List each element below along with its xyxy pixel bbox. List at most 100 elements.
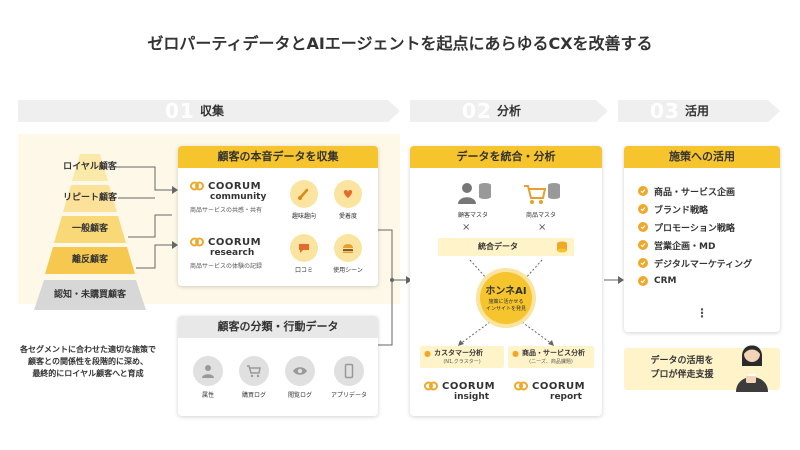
icon-app-data-label: アプリデータ [330, 392, 367, 399]
use-list-item-label: CRM [654, 276, 677, 286]
check-icon [638, 222, 648, 232]
research-product-text: research [210, 248, 255, 258]
lightbulb-icon: ● [424, 348, 431, 358]
use-list-item-label: 営業企画・MD [654, 241, 716, 252]
collect-panel-header: 顧客の本音データを収集 [178, 146, 378, 168]
honne-ai-title: ホンネAI [485, 286, 527, 297]
icon-purchase-log-label: 購買ログ [241, 392, 266, 399]
phase-label-collect: 収集 [200, 104, 225, 118]
use-panel: 施策への活用 商品・サービス企画 ブランド戦略 プロモーション戦略 営業企画・M… [624, 146, 780, 332]
check-icon [638, 204, 648, 214]
icon-hobby-label: 趣味趣向 [291, 213, 316, 220]
phase-label-analyze: 分析 [497, 104, 522, 118]
coorum-brand-text: COORUM [208, 236, 262, 248]
icon-browse-log-label: 閲覧ログ [287, 392, 312, 399]
icon-hobby: 趣味趣向 [286, 180, 322, 220]
phase-number-use: 03 [650, 99, 680, 123]
analyze-panel-header: データを統合・分析 [410, 146, 602, 168]
integrated-data-box: 統合データ [438, 238, 574, 256]
product-analysis-sub: (ニーズ、商品課題) [529, 359, 573, 365]
icon-scene-label: 使用シーン [333, 267, 363, 274]
pyramid-label-unaware: 認知・未購買顧客 [53, 290, 126, 300]
check-icon [638, 186, 648, 196]
coorum-brand-text: COORUM [208, 180, 262, 192]
product-database-icon [524, 183, 560, 204]
icon-attachment-label: 愛着度 [338, 213, 357, 220]
chat-bubble-icon [290, 234, 318, 262]
behavior-panel: 顧客の分類・行動データ 属性 購買ログ 閲覧ログ アプリデータ [178, 316, 378, 416]
check-icon [638, 240, 648, 250]
database-icon [557, 241, 567, 253]
customer-master: 顧客マスタ [448, 180, 498, 219]
pyramid-note-line: 顧客との関係性を段階的に深め、 [28, 357, 148, 366]
use-list-item: 営業企画・MD [638, 236, 752, 254]
report-product-text: report [550, 392, 582, 402]
icon-app-data: アプリデータ [324, 356, 374, 399]
research-caption: 商品サービスの体験の記録 [190, 263, 263, 270]
icon-scene: 使用シーン [328, 234, 368, 274]
product-master-label: 商品マスタ [525, 212, 556, 219]
pyramid-level-loyal [72, 154, 108, 181]
use-list-item: CRM [638, 272, 752, 290]
coorum-logo-icon [190, 181, 204, 191]
coorum-insight-logo: COORUM insight [424, 380, 495, 402]
integrated-data-label: 統合データ [478, 242, 518, 251]
phase-number-analyze: 02 [462, 99, 492, 123]
page-title: ゼロパーティデータとAIエージェントを起点にあらゆるCXを改善する [147, 34, 653, 53]
cross-mark-right: × [538, 222, 547, 233]
more-items-indicator: ⋮ [696, 306, 708, 320]
pyramid-level-repeat [63, 185, 117, 212]
cart-icon [239, 356, 269, 386]
use-list-item-label: デジタルマーケティング [654, 259, 753, 270]
coorum-brand-text: COORUM [532, 380, 586, 392]
use-panel-header: 施策への活用 [624, 146, 780, 168]
icon-attribute-label: 属性 [201, 392, 214, 399]
customer-pyramid [34, 154, 146, 310]
support-line: プロが伴走支援 [650, 370, 714, 380]
honne-ai-circle: ホンネAI 施策に活かせる インサイトを発見 [480, 272, 532, 324]
product-master: 商品マスタ [516, 180, 566, 219]
use-list-item-label: ブランド戦略 [654, 205, 709, 216]
product-analysis-box: ● 商品・サービス分析 (ニーズ、商品課題) [508, 346, 594, 368]
use-list-item: プロモーション戦略 [638, 218, 752, 236]
eye-icon [285, 356, 315, 386]
support-line: データの活用を [650, 356, 714, 366]
icon-attribute: 属性 [188, 356, 228, 399]
check-icon [638, 258, 648, 268]
burger-icon [334, 234, 362, 262]
coorum-logo-icon [514, 381, 528, 391]
paint-brush-icon [290, 180, 318, 208]
customer-analysis-title: カスタマー分析 [433, 349, 483, 357]
product-analysis-title: 商品・サービス分析 [521, 349, 585, 357]
use-list-item-label: 商品・サービス企画 [654, 187, 736, 198]
use-list: 商品・サービス企画 ブランド戦略 プロモーション戦略 営業企画・MD デジタルマ… [638, 182, 752, 290]
customer-database-icon [458, 183, 491, 204]
coorum-logo-icon [190, 237, 204, 247]
check-icon [638, 276, 648, 286]
icon-browse-log: 閲覧ログ [280, 356, 320, 399]
icon-attachment: 愛着度 [330, 180, 366, 220]
honne-ai-sub: 施策に活かせる [488, 299, 524, 305]
smartphone-icon [334, 356, 364, 386]
collect-panel: 顧客の本音データを収集 COORUM community 商品サービスの共感・共… [178, 146, 378, 286]
pyramid-level-unaware [34, 280, 146, 310]
customer-analysis-box: ● カスタマー分析 (N1,クラスター) [420, 346, 504, 368]
cross-mark-left: × [462, 222, 471, 233]
phase-band-collect [18, 100, 400, 122]
pyramid-note: 各セグメントに合わせた適切な施策で 顧客との関係性を段階的に深め、 最終的にロイ… [8, 344, 168, 380]
customer-analysis-sub: (N1,クラスター) [443, 359, 481, 365]
pyramid-note-line: 最終的にロイヤル顧客へと育成 [32, 369, 144, 378]
use-list-item: 商品・サービス企画 [638, 182, 752, 200]
coorum-community-logo: COORUM community 商品サービスの共感・共有 [190, 180, 266, 214]
behavior-panel-header: 顧客の分類・行動データ [178, 316, 378, 338]
use-list-item: デジタルマーケティング [638, 254, 752, 272]
honne-ai-sub: インサイトを発見 [485, 306, 526, 312]
icon-review-label: 口コミ [294, 267, 313, 274]
customer-master-label: 顧客マスタ [457, 212, 488, 219]
community-caption: 商品サービスの共感・共有 [190, 207, 263, 214]
pyramid-label-repeat: リピート顧客 [62, 193, 117, 203]
pyramid-label-general: 一般顧客 [71, 224, 108, 234]
use-list-item-label: プロモーション戦略 [654, 223, 735, 234]
insight-product-text: insight [454, 392, 490, 402]
